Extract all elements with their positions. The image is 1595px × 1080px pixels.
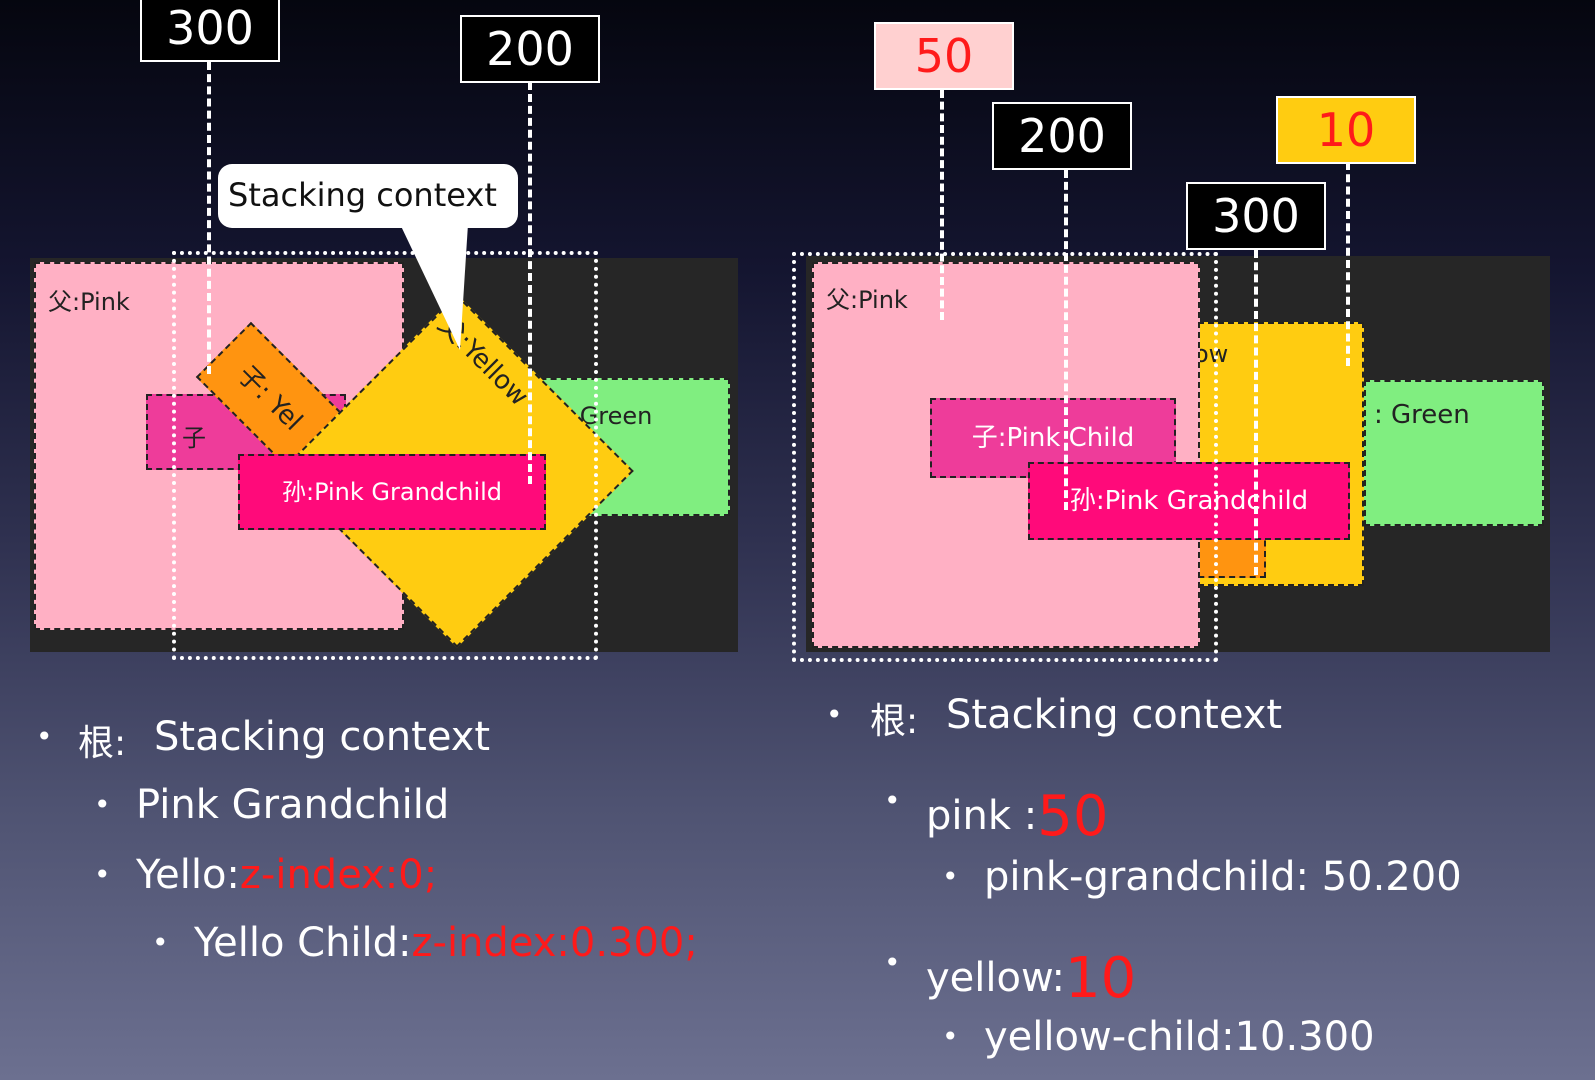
left-bullet-yello-child-line: Yello Child:z-index:0.300;	[194, 920, 698, 966]
left-pink-parent-label: 父:Pink	[48, 288, 130, 316]
right-line-300	[1254, 250, 1258, 575]
right-bullet-pink-prefix: pink :	[926, 793, 1038, 839]
bullet-dot: •	[942, 860, 959, 893]
bullet-dot: •	[884, 946, 901, 979]
right-label-10: 10	[1276, 96, 1416, 164]
left-bullet-pink-grandchild-text: Pink Grandchild	[136, 782, 450, 828]
bullet-dot: •	[36, 720, 53, 753]
right-stacking-context-outline	[792, 252, 1218, 662]
right-bullet-yellow-value: 10	[1064, 946, 1137, 1011]
left-line-300	[207, 62, 211, 374]
left-stacking-context-callout: Stacking context	[218, 164, 518, 228]
left-pink-grandchild-box: 孙:Pink Grandchild	[238, 454, 546, 530]
left-pink-child-label: 子	[182, 424, 206, 452]
right-label-200: 200	[992, 102, 1132, 170]
left-bullet-yello-prefix: Yello:	[136, 852, 240, 898]
right-label-50: 50	[874, 22, 1014, 90]
bullet-dot: •	[884, 784, 901, 817]
left-label-300: 300	[140, 0, 280, 62]
right-line-200	[1064, 170, 1068, 510]
right-bullet-pink-line: pink :50	[926, 778, 1108, 849]
right-line-10	[1346, 162, 1350, 366]
right-pink-grandchild-box: 孙:Pink Grandchild	[1028, 462, 1350, 540]
bullet-dot: •	[94, 858, 111, 891]
right-green-label: : Green	[1374, 400, 1470, 430]
right-green-box: : Green	[1364, 380, 1544, 526]
left-bullet-yello-child-value: z-index:0.300;	[411, 920, 698, 966]
right-line-50	[940, 90, 944, 320]
left-callout-text: Stacking context	[228, 176, 497, 214]
right-bullet-root-text: Stacking context	[946, 692, 1283, 738]
left-stacking-context-outline	[172, 251, 598, 660]
left-bullet-yello-value: z-index:0;	[239, 852, 438, 898]
right-bullet-pink-value: 50	[1037, 784, 1109, 849]
right-bullet-yellow-prefix: yellow:	[926, 955, 1065, 1001]
right-bullet-root-prefix: 根:	[870, 701, 919, 742]
right-bullet-yellow-line: yellow:10	[926, 940, 1136, 1011]
left-bullet-yello-line: Yello:z-index:0;	[136, 852, 437, 898]
right-label-300: 300	[1186, 182, 1326, 250]
bullet-dot: •	[94, 788, 111, 821]
bullet-dot: •	[826, 698, 843, 731]
right-pink-parent-label: 父:Pink	[826, 286, 908, 314]
left-line-200	[528, 82, 532, 484]
left-bullet-yello-child-prefix: Yello Child:	[194, 920, 412, 966]
left-bullet-root-text: Stacking context	[154, 714, 491, 760]
bullet-dot: •	[152, 926, 169, 959]
right-pink-grandchild-label: 孙:Pink Grandchild	[1069, 486, 1309, 516]
bullet-dot: •	[942, 1020, 959, 1053]
left-pink-grandchild-label: 孙:Pink Grandchild	[281, 478, 503, 506]
left-bullet-root-prefix: 根:	[78, 723, 127, 764]
left-label-200: 200	[460, 15, 600, 83]
left-callout-pointer	[400, 224, 468, 350]
right-bullet-yellow-child-text: yellow-child:10.300	[984, 1014, 1375, 1060]
right-pink-child-label: 子:Pink Child	[971, 423, 1135, 453]
right-bullet-pink-grandchild-text: pink-grandchild: 50.200	[984, 854, 1462, 900]
